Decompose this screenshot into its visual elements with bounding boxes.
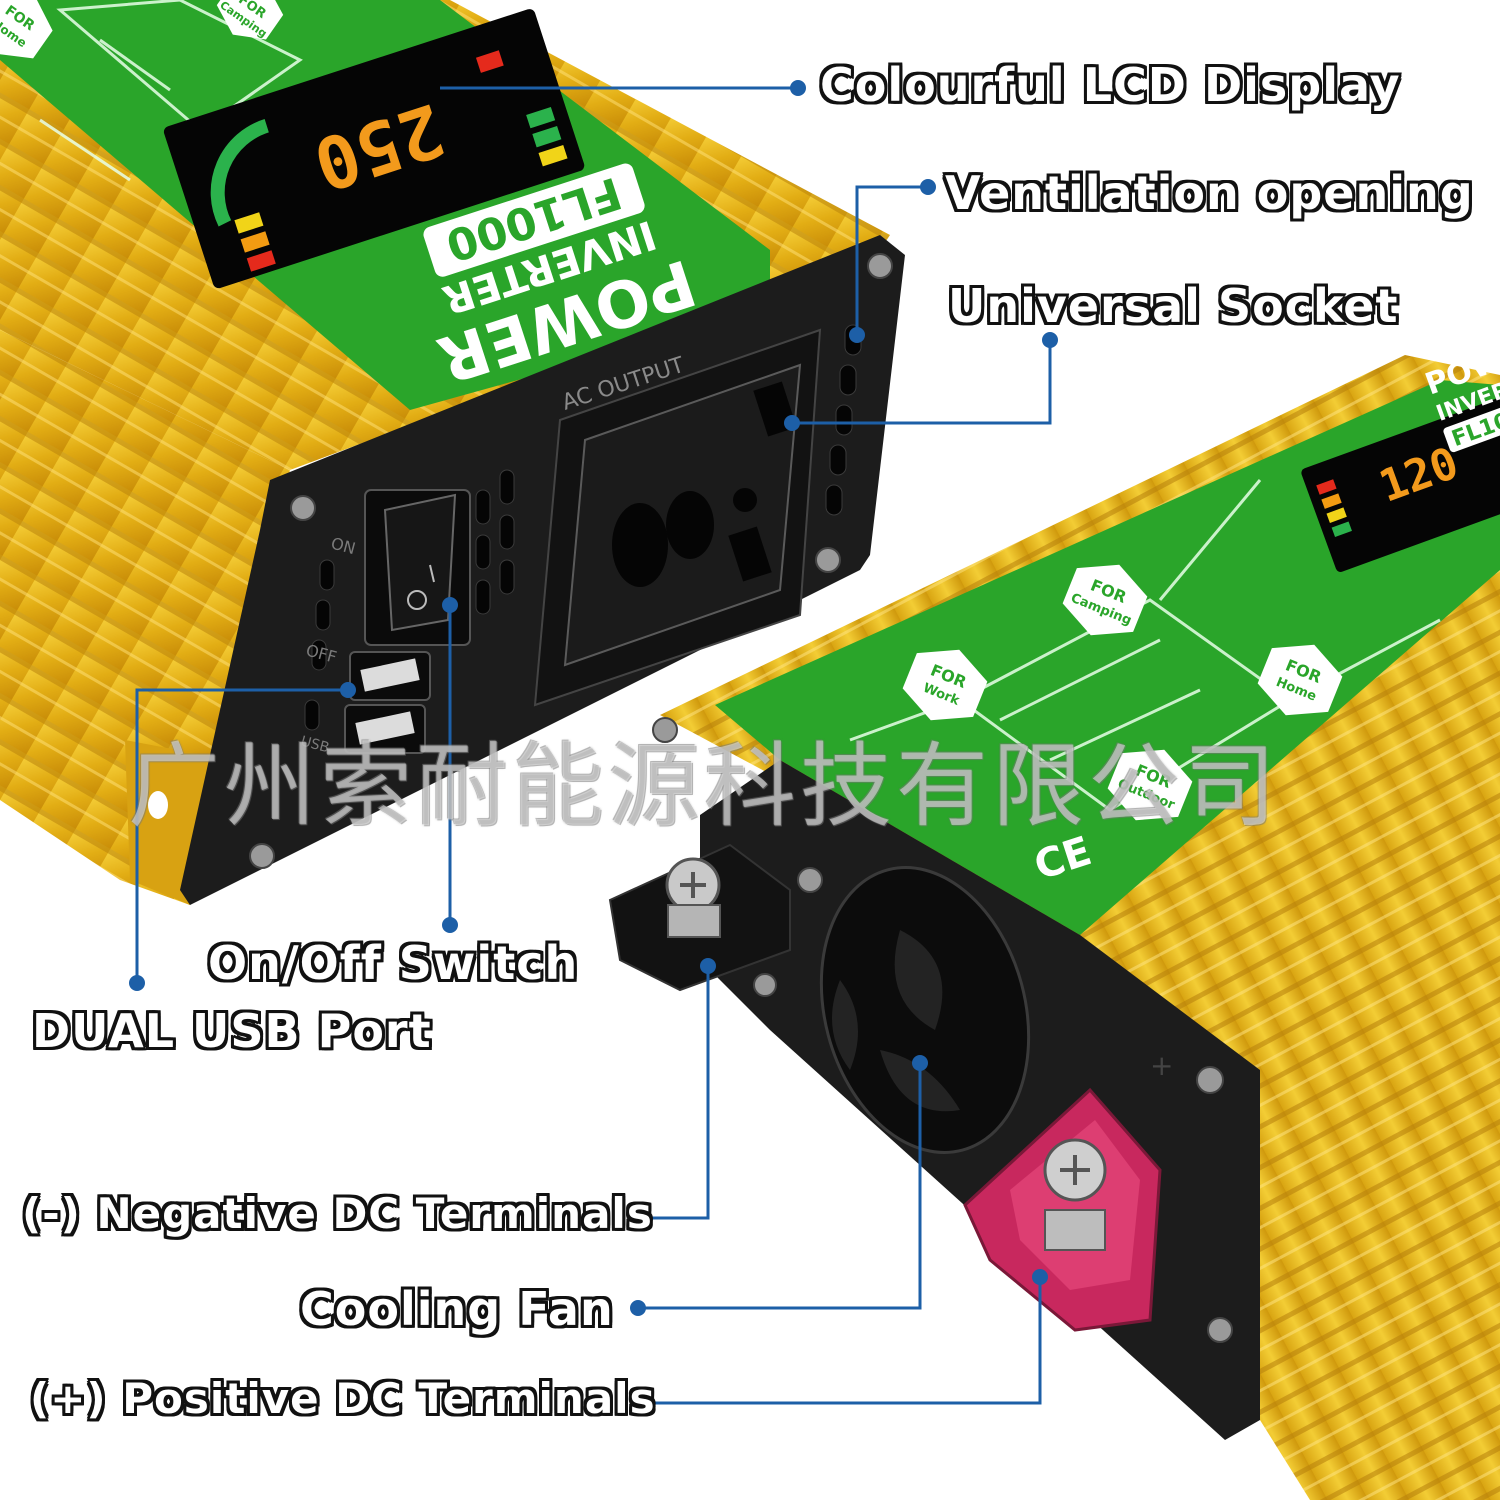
green-label-panel-rear — [715, 380, 1500, 935]
inverter-unit-rear: FOR Camping FOR Home FOR Work FOR Outdoo… — [608, 327, 1500, 1500]
negative-terminal — [608, 843, 791, 992]
label-negative-terminals: (-) Negative DC Terminals — [22, 1189, 653, 1238]
leader-usb — [135, 688, 348, 983]
label-ventilation: Ventilation opening — [945, 166, 1474, 220]
mounting-hole — [148, 791, 168, 819]
label-on-off-switch: On/Off Switch — [208, 936, 579, 990]
usb-ports: USB — [299, 651, 431, 756]
svg-text:+: + — [1150, 1049, 1173, 1082]
badge-for-work: FOR Work — [902, 649, 988, 721]
leader-positive — [640, 1277, 1042, 1405]
badge-for-home: FOR Home — [1257, 644, 1343, 716]
badge-for-home-top: FOR Home — [0, 0, 53, 59]
callout-dots — [129, 80, 1058, 1411]
label-dual-usb: DUAL USB Port — [32, 1004, 432, 1058]
usb-label: USB — [299, 733, 331, 756]
end-cap-screws — [249, 253, 893, 869]
leader-ventilation — [855, 185, 928, 335]
label-lcd-display: Colourful LCD Display — [820, 58, 1401, 112]
label-universal-socket: Universal Socket — [948, 279, 1399, 333]
label-positive-terminals: (+) Positive DC Terminals — [30, 1374, 656, 1423]
leader-negative — [638, 966, 710, 1220]
car-line-art — [39, 0, 303, 182]
mounting-foot — [125, 740, 230, 905]
positive-terminal: + — [963, 1049, 1173, 1332]
badge-for-outdoor: FOR Outdoor — [1107, 749, 1193, 821]
rear-screws — [652, 717, 1233, 1343]
leader-fan — [638, 1063, 922, 1310]
inverter-unit-front: FOR Home FOR Camping 250 POWER INVERTER — [0, 0, 905, 905]
ventilation-slots — [304, 324, 862, 731]
callout-leader-lines — [135, 86, 1052, 1405]
leader-socket — [792, 340, 1052, 425]
label-cooling-fan: Cooling Fan — [300, 1282, 614, 1336]
universal-socket: AC OUTPUT — [533, 328, 822, 707]
badge-for-camping: FOR Camping — [1062, 564, 1148, 636]
company-watermark: 广州索耐能源科技有限公司 — [128, 733, 1281, 840]
lcd-display-front: 250 — [163, 9, 585, 289]
